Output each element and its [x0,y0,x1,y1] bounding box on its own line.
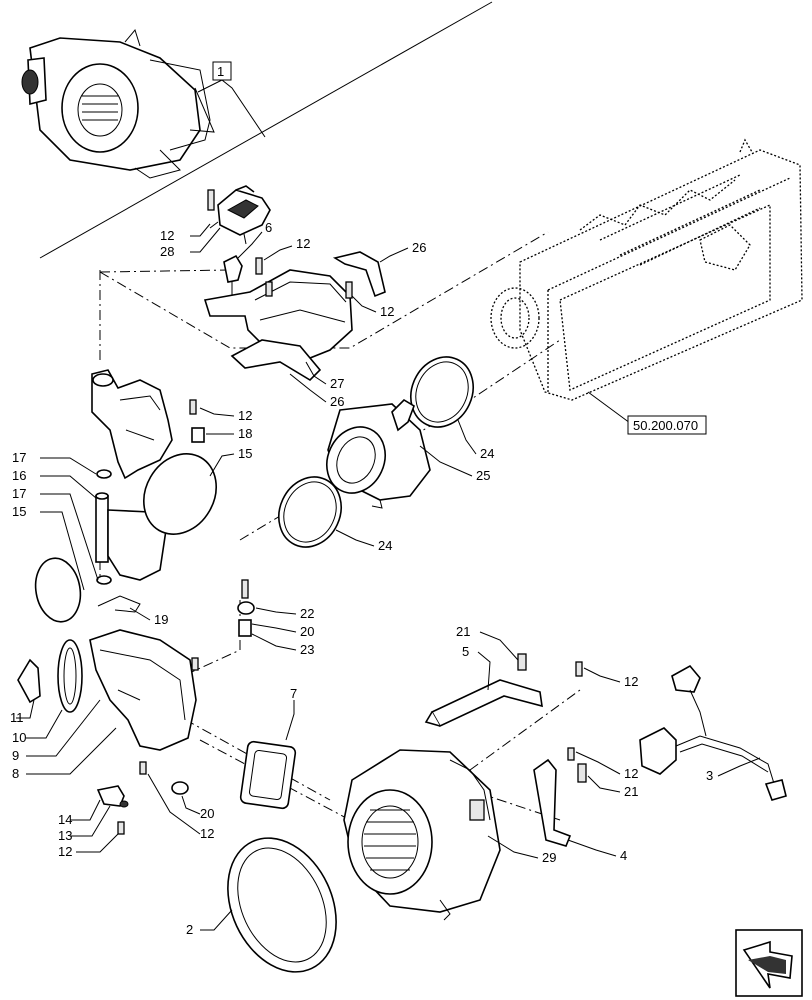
callout-12-bracket-upper: 12 [624,674,638,689]
blower-fan: 29 [343,749,556,921]
callout-12-duct-screw: 12 [380,304,394,319]
sensor-and-duct: 6 12 26 12 27 26 [203,220,426,409]
callout-3: 3 [706,768,713,783]
lower-air-housing: 11 10 9 8 [10,629,199,781]
callout-6: 6 [265,220,272,235]
mounting-bracket-5: 21 5 [424,624,543,728]
clip-and-screws: 14 13 12 20 12 [58,761,214,859]
callout-21-lower: 21 [624,784,638,799]
callout-28: 28 [160,244,174,259]
callout-15-right: 15 [238,446,252,461]
callout-12-bracket-lower: 12 [624,766,638,781]
callout-4: 4 [620,848,627,863]
callout-5: 5 [462,644,469,659]
actuator-motor: 12 28 [160,185,271,259]
callout-9: 9 [12,748,19,763]
callout-26-upper: 26 [412,240,426,255]
callout-18: 18 [238,426,252,441]
callout-12-actuator-screw: 12 [160,228,174,243]
callout-24-upper: 24 [480,446,494,461]
callout-17-upper: 17 [12,450,26,465]
callout-13: 13 [58,828,72,843]
wiring-harness: 3 [639,664,787,801]
callout-10: 10 [12,730,26,745]
callout-27: 27 [330,376,344,391]
fan-and-seals: 24 25 24 [278,356,494,553]
callout-15-left: 15 [12,504,26,519]
callout-26-lower: 26 [330,394,344,409]
callout-8: 8 [12,766,19,781]
fastener-stack: 22 20 23 [237,579,314,657]
callout-29: 29 [542,850,556,865]
callout-1: 1 [217,64,224,79]
heater-housing-dotted: 50.200.070 [490,138,803,435]
callout-24-lower: 24 [378,538,392,553]
square-gasket: 7 [239,686,297,810]
callout-22: 22 [300,606,314,621]
reference-link-50-200-070[interactable]: 50.200.070 [633,418,698,433]
inset-assembly-view: 1 [21,1,493,259]
large-sealing-ring: 2 [186,837,337,973]
mounting-bracket-4: 12 12 21 4 [533,661,638,863]
reference-box[interactable] [627,415,707,435]
callout-12-sensor-screw: 12 [296,236,310,251]
callout-20-upper: 20 [300,624,314,639]
callout-16: 16 [12,468,26,483]
callout-12-upper-duct: 12 [238,408,252,423]
callout-20-lower: 20 [200,806,214,821]
callout-23: 23 [300,642,314,657]
navigation-arrow-icon[interactable] [735,929,803,997]
callout-21-upper: 21 [456,624,470,639]
callout-12-clip: 12 [58,844,72,859]
callout-11: 11 [10,710,24,725]
callout-14: 14 [58,812,72,827]
callout-7: 7 [290,686,297,701]
upper-air-duct: 12 18 [91,369,252,480]
callout-17-lower: 17 [12,486,26,501]
callout-25: 25 [476,468,490,483]
flap-and-shaft: 17 16 17 15 15 19 [12,446,252,627]
callout-2: 2 [186,922,193,937]
callout-12-housing: 12 [200,826,214,841]
callout-19: 19 [154,612,168,627]
